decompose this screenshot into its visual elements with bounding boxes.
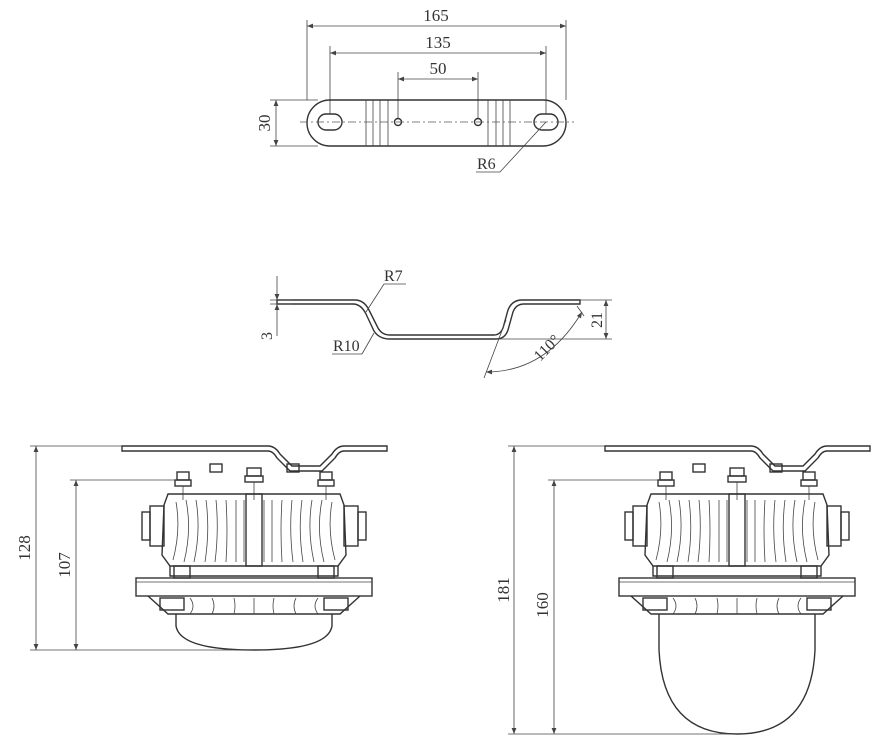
dim-135-label: 135 <box>425 33 451 52</box>
radius-r6-label: R6 <box>477 156 496 173</box>
bracket-side-view: 3 21 R7 R10 110° <box>259 268 612 379</box>
angle-110-arc <box>485 311 583 375</box>
bracket-plate-outline <box>306 99 567 147</box>
bracket-top-view: 165 135 50 30 R6 <box>255 6 574 173</box>
height-160-label: 160 <box>533 592 552 618</box>
lamp-short-dome <box>175 614 333 651</box>
height-128-label: 128 <box>15 535 34 561</box>
height-107-label: 107 <box>55 552 74 578</box>
thickness-3-label: 3 <box>259 332 276 340</box>
height-181-label: 181 <box>494 577 513 603</box>
dim-30-label: 30 <box>255 115 274 132</box>
lamp-short-dome-view: 128 107 <box>15 445 388 651</box>
lamp-tall-dome <box>658 614 816 735</box>
dim-165-label: 165 <box>423 6 449 25</box>
radius-r7-label: R7 <box>384 268 403 285</box>
bracket-side-profile <box>276 299 581 340</box>
radius-r10-label: R10 <box>333 338 360 355</box>
height-21-label: 21 <box>589 312 606 328</box>
lamp-tall-dome-view: 181 160 <box>494 445 871 735</box>
dim-50-label: 50 <box>430 59 447 78</box>
